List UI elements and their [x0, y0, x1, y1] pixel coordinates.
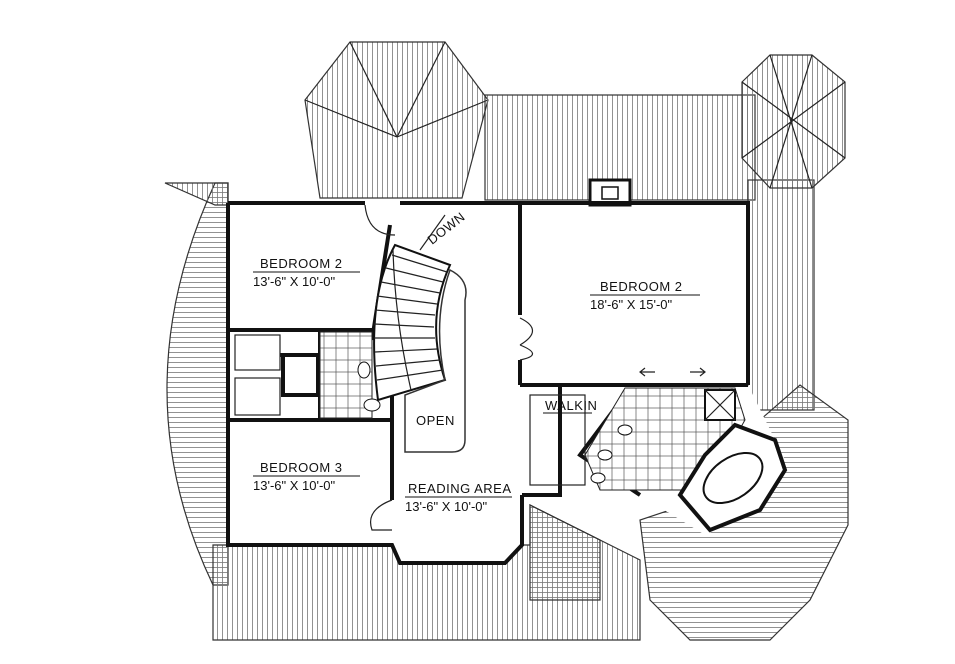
- open-label: OPEN: [416, 413, 455, 428]
- curved-staircase[interactable]: [373, 214, 452, 402]
- sink-icon: [357, 361, 371, 379]
- room-label-bedroom-3: BEDROOM 3 13'-6" X 10'-0": [253, 460, 360, 493]
- right-roof: [747, 179, 815, 411]
- toilet-icon: [590, 472, 606, 484]
- doors: [364, 204, 706, 531]
- room-name: BEDROOM 3: [260, 460, 343, 475]
- room-size: 13'-6" X 10'-0": [405, 499, 488, 514]
- chimney: [588, 178, 632, 207]
- sink-icon: [617, 424, 633, 436]
- walkin-closet: [529, 394, 586, 486]
- left-curved-deck: [166, 182, 229, 586]
- room-size: 13'-6" X 10'-0": [253, 478, 336, 493]
- room-name: BEDROOM 2: [260, 256, 343, 271]
- top-right-oct-roof: [741, 54, 846, 189]
- closets: [234, 334, 281, 416]
- room-label-bedroom-2-left: BEDROOM 2 13'-6" X 10'-0": [253, 256, 360, 289]
- room-label-reading-area: READING AREA 13'-6" X 10'-0": [405, 481, 512, 514]
- room-size: 13'-6" X 10'-0": [253, 274, 336, 289]
- room-name: READING AREA: [408, 481, 512, 496]
- room-name: BEDROOM 2: [600, 279, 683, 294]
- sink-icon: [597, 449, 613, 461]
- open-to-below: [404, 268, 467, 453]
- room-label-walkin: WALKIN: [543, 398, 597, 414]
- bathtub-icon: [702, 451, 764, 505]
- toilet-icon: [363, 398, 381, 412]
- room-label-bedroom-2-right: BEDROOM 2 18'-6" X 15'-0": [590, 279, 700, 312]
- room-size: 18'-6" X 15'-0": [590, 297, 673, 312]
- top-left-hex-roof: [304, 41, 489, 199]
- room-name: WALKIN: [545, 398, 597, 413]
